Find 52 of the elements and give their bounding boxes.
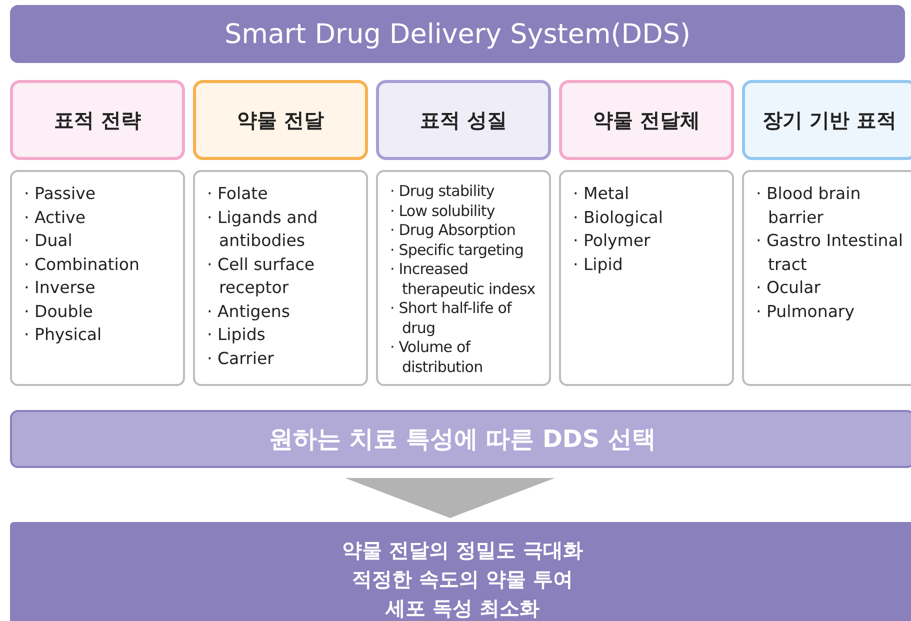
outcome-text: 세포 독성 최소화 <box>386 595 540 621</box>
category-header-box <box>376 80 551 160</box>
list-item: · Drug Absorption <box>390 221 516 240</box>
outcome-box <box>10 522 911 621</box>
list-item: · Lipids <box>207 324 266 346</box>
item-list-box <box>10 170 185 386</box>
list-item: · Folate <box>207 183 269 205</box>
list-item: · Gastro Intestinal tract <box>756 230 904 276</box>
list-item: · Specific targeting <box>390 240 524 260</box>
header-text: 표적 성질 <box>420 106 507 134</box>
outcome-text: 약물 전달의 정밀도 극대화 <box>342 537 583 564</box>
list-item: · Biological <box>573 206 664 228</box>
list-item: · Carrier <box>207 348 275 370</box>
list-item: · Drug stability <box>390 182 496 202</box>
item-list-box <box>376 170 551 386</box>
header-text: 표적 전략 <box>54 106 141 134</box>
list-item: · Combination <box>24 254 140 276</box>
list-item: · Polymer <box>573 230 652 252</box>
title-banner <box>10 5 905 63</box>
header-text: 약물 전달체 <box>593 106 700 134</box>
banner-text: 원하는 치료 특성에 따른 DDS 선택 <box>269 424 656 455</box>
list-item: · Antigens <box>207 300 291 322</box>
down-arrow <box>345 478 555 518</box>
list-item: · Lipid <box>573 254 624 276</box>
outcome-text: 적정한 속도의 약물 투여 <box>352 566 573 593</box>
item-list-box <box>742 170 911 386</box>
list-item: · Cell surface receptor <box>207 254 316 299</box>
category-header-box <box>742 80 911 160</box>
list-item: · Metal <box>573 183 630 205</box>
item-list-box <box>193 170 368 386</box>
category-header-box <box>559 80 734 160</box>
list-item: · Increased therapeutic indesx <box>390 260 536 299</box>
header-text: 장기 기반 표적 <box>762 106 896 134</box>
list-item: · Volume of distribution <box>390 338 484 377</box>
list-item: · Dual <box>24 230 74 252</box>
list-item: · Double <box>24 300 94 322</box>
list-item: · Blood brain barrier <box>756 183 862 228</box>
selection-banner <box>10 410 911 468</box>
list-item: · Low solubility <box>390 202 496 221</box>
list-item: · Active <box>24 206 87 228</box>
list-item: · Ocular <box>756 277 822 299</box>
list-item: · Passive <box>24 183 97 205</box>
list-item: · Ligands and antibodies <box>207 206 319 252</box>
list-item: · Inverse <box>24 277 96 299</box>
list-item: · Pulmonary <box>756 300 856 322</box>
category-header-box <box>193 80 368 160</box>
list-item: · Short half-life of drug <box>390 299 513 338</box>
list-item: · Physical <box>24 324 103 346</box>
header-text: 약물 전달 <box>237 106 324 134</box>
banner-text: Smart Drug Delivery System(DDS) <box>224 18 691 50</box>
category-header-box <box>10 80 185 160</box>
item-list-box <box>559 170 734 386</box>
